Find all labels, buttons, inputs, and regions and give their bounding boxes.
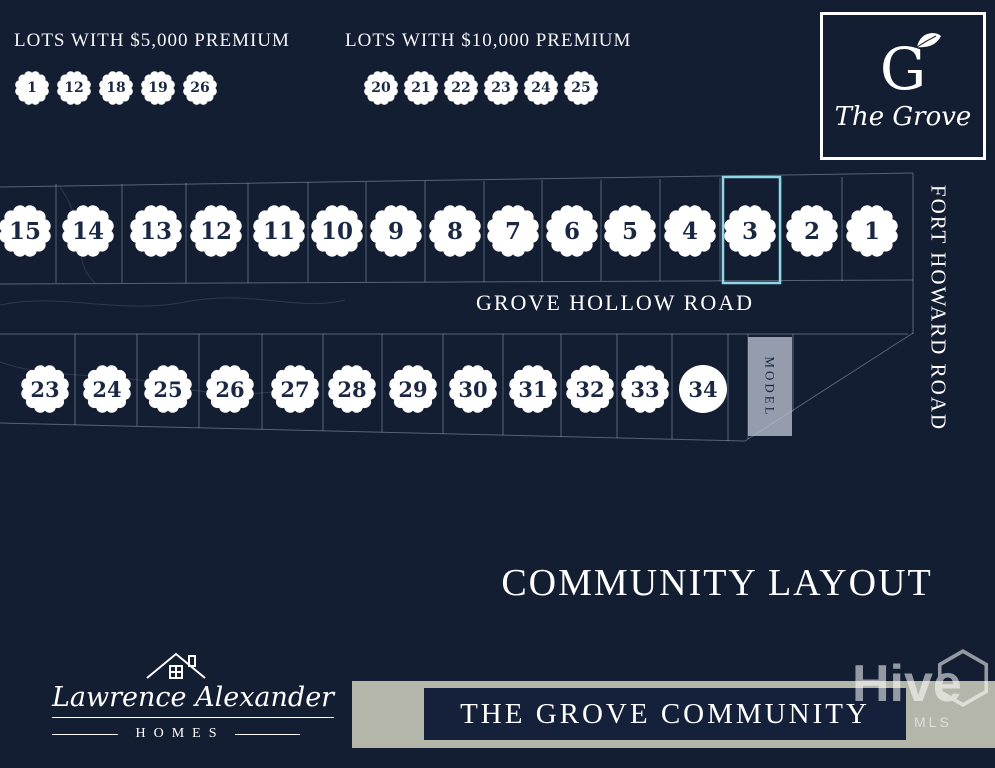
lot-badge-7: 7 [487,205,539,257]
legend-5k-lot-1: 1 [15,71,49,105]
lot-badge-27: 27 [271,365,319,413]
house-icon [146,652,206,679]
lot-badge-12: 12 [190,205,242,257]
lot-badge-11: 11 [253,205,305,257]
legend-10k-lot-22: 22 [444,71,478,105]
premium-5000-title: LOTS WITH $5,000 PREMIUM [14,30,290,51]
lot-badge-31: 31 [509,365,557,413]
legend-10k-lot-21: 21 [404,71,438,105]
lot-badge-23: 23 [21,365,69,413]
lot-badge-29: 29 [389,365,437,413]
lot-badge-10: 10 [311,205,363,257]
lot-badge-28: 28 [328,365,376,413]
fort-howard-road-label: FORT HOWARD ROAD [926,184,951,432]
page-title: COMMUNITY LAYOUT [501,562,933,604]
model-lot: MODEL [748,337,792,436]
lot-badge-4: 4 [664,205,716,257]
builder-homes: HOMES [135,726,225,741]
legend-10k-lot-25: 25 [564,71,598,105]
legend-10k-lot-23: 23 [484,71,518,105]
builder-logo: Lawrence Alexander HOMES [52,648,335,742]
legend-5k-lot-19: 19 [141,71,175,105]
divider-line [52,733,118,735]
community-banner: THE GROVE COMMUNITY [424,688,906,740]
lot-badge-30: 30 [449,365,497,413]
grove-monogram: G [880,33,942,98]
grove-name: The Grove [834,102,972,132]
lot-badge-3: 3 [724,205,776,257]
lot-badge-33: 33 [621,365,669,413]
lot-badge-34: 34 [679,365,727,413]
lot-badge-8: 8 [429,205,481,257]
legend-5k-lot-26: 26 [183,71,217,105]
lot-badge-15: 15 [0,205,51,257]
legend-10k-lot-24: 24 [524,71,558,105]
lot-3-highlight [721,175,782,285]
lot-badge-9: 9 [370,205,422,257]
lot-badge-6: 6 [546,205,598,257]
model-label: MODEL [763,355,778,418]
lot-badge-13: 13 [130,205,182,257]
lot-badge-32: 32 [566,365,614,413]
lot-badge-26: 26 [206,365,254,413]
leaf-icon [916,33,942,48]
grove-hollow-road-label: GROVE HOLLOW ROAD [475,290,755,315]
builder-name: Lawrence Alexander [52,682,335,718]
legend-10k-lot-20: 20 [364,71,398,105]
legend-5k-lot-12: 12 [57,71,91,105]
grove-logo-box: G The Grove [820,12,986,160]
lot-badge-1: 1 [846,205,898,257]
premium-10000-title: LOTS WITH $10,000 PREMIUM [345,30,632,51]
lot-badge-24: 24 [83,365,131,413]
lot-badge-2: 2 [786,205,838,257]
divider-line [234,733,301,735]
lot-badge-5: 5 [604,205,656,257]
lot-badge-14: 14 [62,205,114,257]
lot-badge-25: 25 [144,365,192,413]
legend-5k-lot-18: 18 [99,71,133,105]
